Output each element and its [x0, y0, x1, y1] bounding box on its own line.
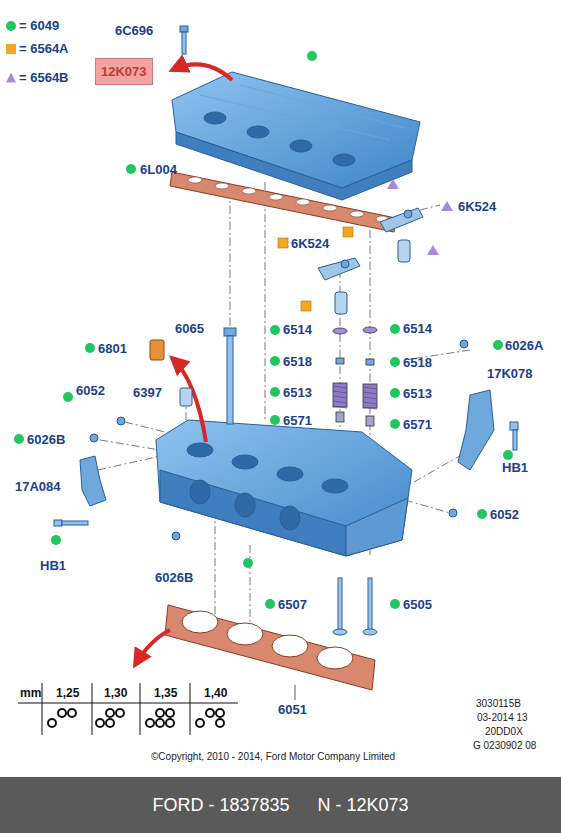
part-number: HB1: [502, 460, 528, 475]
legend-swatch: [6, 44, 16, 54]
part-number: 6026B: [155, 570, 193, 585]
part-number: 6C696: [115, 23, 153, 38]
leader-line: [295, 685, 296, 700]
valve: [333, 578, 377, 635]
part-number: 6513: [283, 385, 312, 400]
part-number: 17A084: [15, 479, 61, 494]
part-number: 6801: [98, 341, 127, 356]
node-text: N - 12K073: [318, 795, 409, 816]
legend-text: = 6564A: [19, 41, 69, 56]
part-number: 6518: [283, 354, 312, 369]
part-number: 6518: [403, 355, 432, 370]
footer-band: FORD - 1837835 N - 12K073: [0, 777, 561, 833]
node-text: 12K073: [101, 64, 147, 79]
part-number: 6K524: [458, 199, 496, 214]
part-number: 6513: [403, 386, 432, 401]
spring-coils: [333, 386, 377, 409]
valve-train-parts: [333, 327, 377, 426]
note-text: 20DD0X: [485, 726, 523, 737]
thickness-table: [18, 683, 238, 735]
marker-dots: [14, 51, 513, 609]
red-arrow: [172, 358, 206, 442]
part-number: 6052: [76, 383, 105, 398]
part-number: 6571: [283, 413, 312, 428]
legend-swatch: [6, 73, 16, 83]
table-cell: mm: [20, 686, 41, 700]
part-number: 6026A: [505, 338, 543, 353]
marker-triangles: [387, 179, 453, 255]
part-number: 6571: [403, 417, 432, 432]
part-number: 6026B: [27, 432, 65, 447]
red-arrow: [172, 64, 232, 80]
head-gasket: [165, 605, 375, 690]
marker-squares: [278, 227, 353, 311]
note-text: ©Copyright, 2010 - 2014, Ford Motor Comp…: [151, 751, 395, 762]
part-number: 6051: [278, 702, 307, 717]
red-arrow: [135, 630, 170, 665]
part-number: 6514: [283, 322, 312, 337]
part-number: HB1: [40, 558, 66, 573]
head-bolt: [224, 328, 236, 424]
part-number: 6397: [133, 385, 162, 400]
leader-lines: [98, 182, 470, 630]
dowel: [180, 388, 192, 406]
cover-gasket: [170, 172, 396, 232]
bracket: [80, 390, 494, 506]
part-number: 6L004: [140, 162, 177, 177]
part-number: 6065: [175, 321, 204, 336]
table-cell: 1,25: [56, 686, 79, 700]
rocker-arm: [318, 208, 423, 280]
legend-text: = 6564B: [19, 70, 69, 85]
lash-adjuster: [335, 240, 410, 314]
cylinder-head: [156, 420, 412, 556]
part-number: 6505: [403, 597, 432, 612]
plug: [90, 340, 468, 540]
note-text: 3030115B: [476, 698, 521, 709]
table-cell: 1,35: [154, 686, 177, 700]
note-text: G 0230902 08: [473, 740, 536, 751]
sleeve: [150, 340, 164, 360]
footer-band-ground: [0, 777, 561, 833]
legend-text: = 6049: [19, 18, 59, 33]
part-number: 6K524: [291, 236, 329, 251]
legend-entry: = 6564B: [6, 70, 69, 85]
part-number: 6514: [403, 321, 432, 336]
bolt: [180, 26, 188, 54]
part-number: 17K078: [487, 366, 533, 381]
bolt: [54, 422, 518, 526]
highlight-box: 12K073: [95, 58, 153, 85]
legend-entry: = 6049: [6, 18, 59, 33]
legend-entry: = 6564A: [6, 41, 69, 56]
table-cell: 1,30: [104, 686, 127, 700]
part-number: 6507: [278, 597, 307, 612]
legend-swatch: [6, 21, 16, 31]
note-text: 03-2014 13: [477, 712, 528, 723]
part-number: 6052: [490, 507, 519, 522]
node-text: FORD - 1837835: [152, 795, 289, 816]
notch-symbols: [48, 709, 224, 727]
table-cell: 1,40: [204, 686, 227, 700]
